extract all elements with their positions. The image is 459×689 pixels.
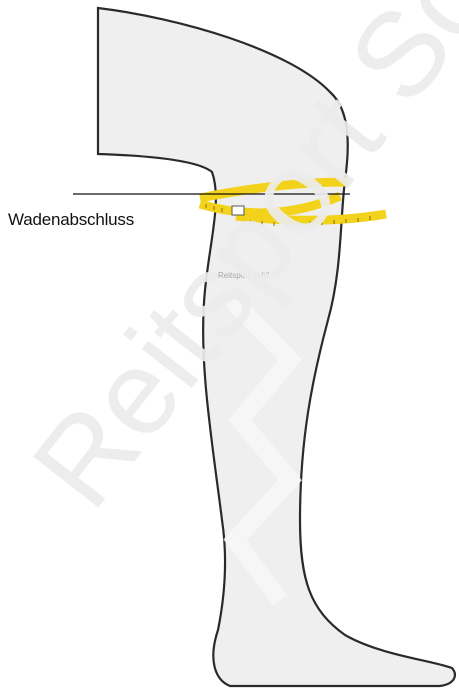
measurement-label: Wadenabschluss <box>8 210 134 230</box>
tape-buckle <box>232 206 244 215</box>
inner-brand-mark: Reitsport Schil <box>218 271 270 280</box>
